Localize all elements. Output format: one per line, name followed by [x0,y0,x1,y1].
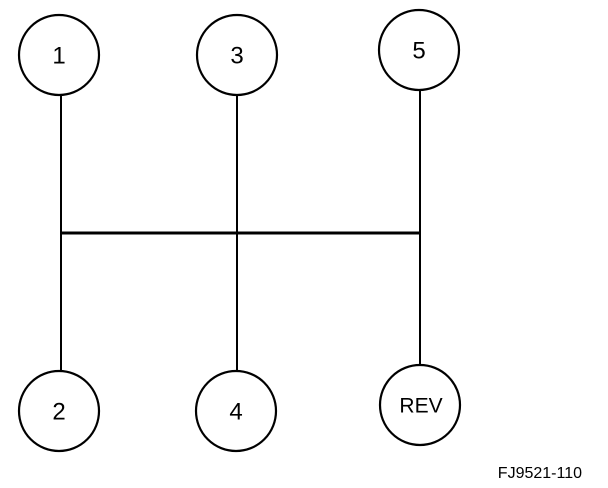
gear-2-circle [17,369,101,453]
gear-5-label: 5 [412,38,425,65]
gear-reverse-circle [378,363,462,447]
gear-5: 5 [377,8,461,92]
gear-2: 2 [17,369,101,453]
gear-reverse-label: REV [399,395,442,418]
gear-reverse: REV [378,363,462,447]
gear-3-label: 3 [230,43,243,70]
gear-5-circle [377,8,461,92]
gear-3: 3 [195,13,279,97]
gear-1: 1 [17,13,101,97]
gear-4: 4 [194,369,278,453]
figure-id: FJ9521-110 [498,465,582,482]
gear-4-circle [194,369,278,453]
gear-3-circle [195,13,279,97]
gear-2-label: 2 [52,399,65,426]
gear-1-circle [17,13,101,97]
gear-4-label: 4 [229,399,242,426]
gear-1-label: 1 [52,43,65,70]
